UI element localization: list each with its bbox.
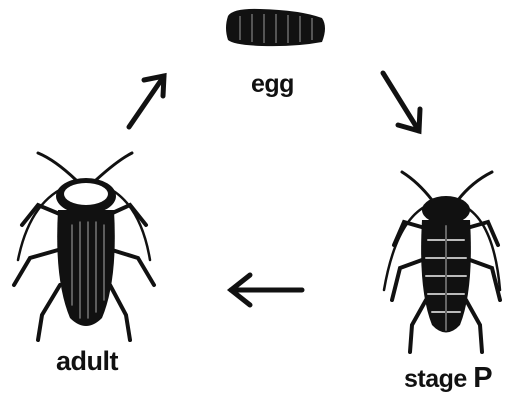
arrow-left-icon (231, 275, 302, 305)
stage-letter: P (473, 362, 492, 394)
stage-word: stage (404, 365, 467, 393)
arrow-up-right-icon (129, 76, 164, 127)
egg-label: egg (251, 70, 294, 99)
cockroach-adult-icon (14, 153, 154, 340)
egg-pod-icon (226, 9, 325, 46)
adult-label: adult (56, 346, 118, 377)
stage-p-label: stage P (404, 362, 492, 395)
cockroach-nymph-icon (384, 172, 500, 352)
arrow-down-right-icon (383, 73, 420, 131)
